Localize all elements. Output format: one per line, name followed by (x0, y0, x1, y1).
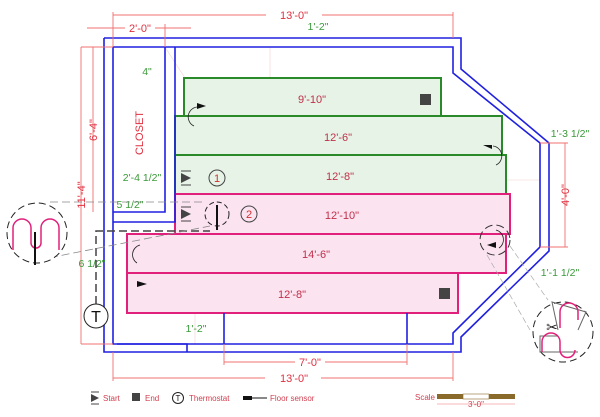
thermostat-symbol: T (91, 309, 101, 326)
dim-top-overall: 13'-0" (280, 10, 308, 22)
mat-1[interactable] (183, 77, 442, 117)
mat-4-length: 12'-10" (325, 210, 359, 222)
thermostat-legend-symbol: T (176, 394, 181, 403)
turn-arrows (132, 106, 504, 264)
arrow-icon (137, 281, 147, 287)
zone-1-number: 1 (214, 173, 220, 185)
closet-label: CLOSET (134, 111, 146, 155)
legend-thermostat: Thermostat (189, 394, 230, 403)
dim-right-wall: 4'-0" (560, 184, 572, 206)
sensor-detail-callout (6, 202, 68, 265)
thermostat-icon[interactable] (83, 303, 109, 329)
leader-line (37, 225, 211, 261)
dim-closet-width: 2'-0" (129, 23, 151, 35)
dim-bottom-opening: 7'-0" (299, 357, 321, 369)
mat-5-length: 14'-6" (302, 249, 330, 261)
offset-bottom: 1'-2" (186, 323, 207, 335)
mat-5[interactable] (126, 233, 507, 274)
cut-detail-marker (479, 224, 511, 256)
scissors-icon: ✂ (546, 319, 558, 335)
legend-floor-sensor: Floor sensor (270, 394, 315, 403)
mat-3[interactable] (174, 154, 507, 195)
offset-top: 1'-2" (308, 21, 329, 33)
scale-label: Scale (415, 393, 436, 402)
mat-2-length: 12'-6" (324, 132, 352, 144)
arrow-icon (483, 145, 492, 149)
dim-left-overall: 11'-4" (76, 181, 88, 208)
mat-3-length: 12'-8" (326, 171, 354, 183)
arrow-icon (197, 103, 206, 109)
cut-detail-callout: ✂ (532, 301, 594, 363)
mat-6-length: 12'-8" (278, 289, 306, 301)
mat-1-length: 9'-10" (298, 94, 326, 106)
offset-closet-side: 2'-4 1/2" (123, 172, 162, 184)
mat-6[interactable] (126, 272, 459, 314)
zone-1-mats (174, 77, 507, 195)
scale-bar: Scale 3'-0" (415, 393, 515, 409)
end-icon (439, 288, 450, 299)
end-icon (132, 393, 140, 401)
offset-right-upper: 1'-3 1/2" (551, 128, 590, 140)
legend-start: Start (103, 394, 121, 403)
legend-end: End (145, 394, 159, 403)
zone-2-number: 2 (246, 209, 252, 221)
end-icon (420, 94, 431, 105)
offset-closet-bottom: 5 1/2" (116, 199, 143, 211)
thermostat-wire (95, 230, 210, 304)
zone-2-mats (126, 193, 511, 314)
arrow-icon (487, 242, 496, 248)
dim-bottom-overall: 13'-0" (280, 373, 308, 385)
offset-closet-top: 4" (142, 66, 152, 78)
start-icon (181, 170, 191, 186)
start-icon (181, 206, 191, 222)
zone-1-marker (208, 169, 226, 187)
thermostat-icon (172, 392, 184, 404)
scale-value: 3'-0" (468, 400, 484, 409)
offset-left: 6 1/2" (78, 258, 105, 270)
zone-2-marker (240, 205, 258, 223)
start-icon (91, 391, 99, 405)
offset-right-lower: 1'-1 1/2" (541, 267, 580, 279)
legend: Start End T Thermostat Floor sensor (91, 391, 315, 405)
dim-closet-height: 6'-4" (88, 119, 100, 141)
